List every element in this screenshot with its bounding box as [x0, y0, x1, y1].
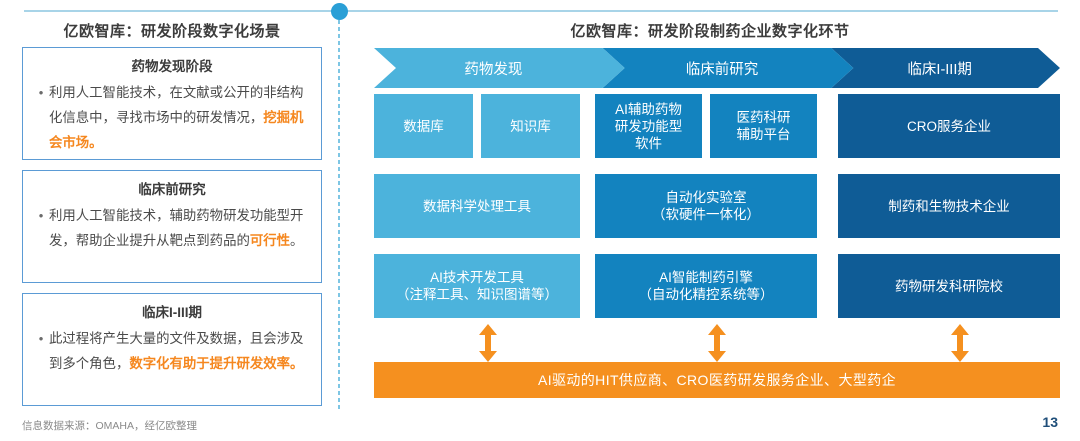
stage-card-text-highlight: 挖掘机会市场。 [49, 110, 304, 150]
stage-card-title: 药物发现阶段 [131, 59, 213, 74]
double-arrow-icon [949, 324, 971, 362]
capability-box[interactable]: 数据库 [374, 94, 473, 158]
right-panel: 亿欧智库：研发阶段制药企业数字化环节 [360, 20, 1060, 41]
capability-box[interactable]: 医药科研 辅助平台 [710, 94, 817, 158]
stage-chevron[interactable]: 药物发现 [374, 48, 625, 88]
top-dot-marker [331, 3, 348, 20]
stage-card: 临床前研究 • 利用人工智能技术，辅助药物研发功能型开发，帮助企业提升从靶点到药品的… [22, 170, 322, 283]
bottom-provider-bar: AI驱动的HIT供应商、CRO医药研发服务企业、大型药企 [374, 362, 1060, 398]
stage-card-text-plain: 利用人工智能技术，辅助药物研发功能型开发，帮助企业提升从靶点到药品的 [49, 208, 304, 248]
capability-box[interactable]: AI辅助药物 研发功能型 软件 [595, 94, 702, 158]
capability-box-label: 自动化实验室 （软硬件一体化） [652, 190, 760, 222]
top-rule-decoration [24, 10, 1058, 12]
stage-chevron-label: 临床前研究 [685, 61, 759, 78]
bullet-icon: • [38, 331, 44, 346]
capability-box-label: 数据库 [403, 118, 444, 134]
capability-box-label: AI技术开发工具 （注释工具、知识图谱等） [396, 270, 558, 302]
stage-chevron-label: 临床I-III期 [907, 61, 972, 78]
stage-card-body: • 利用人工智能技术，辅助药物研发功能型开发，帮助企业提升从靶点到药品的可行性。 [33, 203, 311, 253]
stage-card-text-plain: 此过程将产生大量的文件及数据，且会涉及到多个角色， [49, 331, 304, 371]
page-number: 13 [1042, 414, 1058, 430]
capability-box[interactable]: AI智能制药引擎 （自动化精控系统等） [595, 254, 817, 318]
stage-card-title: 临床I-III期 [142, 305, 202, 320]
capability-box-label: CRO服务企业 [907, 118, 991, 134]
capability-box-label: AI智能制药引擎 （自动化精控系统等） [638, 270, 774, 302]
stage-chevron[interactable]: 临床I-III期 [831, 48, 1060, 88]
stage-card: 药物发现阶段 • 利用人工智能技术，在文献或公开的非结构化信息中，寻找市场中的研发情… [22, 47, 322, 160]
left-panel: 亿欧智库：研发阶段数字化场景 药物发现阶段 • 利用人工智能技术，在文献或公开的非结… [22, 20, 322, 416]
capability-box[interactable]: 药物研发科研院校 [838, 254, 1060, 318]
capability-box-label: 医药科研 辅助平台 [736, 110, 791, 142]
left-panel-title: 亿欧智库：研发阶段数字化场景 [63, 23, 281, 40]
stage-card-text-highlight: 可行性 [249, 233, 291, 248]
stage-card-body: • 利用人工智能技术，在文献或公开的非结构化信息中，寻找市场中的研发情况，挖掘机会… [33, 80, 311, 155]
capability-box-label: 制药和生物技术企业 [888, 198, 1010, 214]
stage-card-text: 利用人工智能技术，在文献或公开的非结构化信息中，寻找市场中的研发情况，挖掘机会市… [49, 80, 311, 155]
stage-chevron-row: 药物发现 临床前研究 临床I-III期 [374, 48, 1060, 88]
capability-box-label: 药物研发科研院校 [895, 278, 1003, 294]
stage-chevron-label: 药物发现 [464, 61, 523, 78]
capability-box[interactable]: 制药和生物技术企业 [838, 174, 1060, 238]
stage-card-text: 利用人工智能技术，辅助药物研发功能型开发，帮助企业提升从靶点到药品的可行性。 [49, 203, 311, 253]
bullet-icon: • [38, 85, 44, 100]
source-note: 信息数据来源：OMAHA，经亿欧整理 [22, 420, 198, 432]
capability-box[interactable]: AI技术开发工具 （注释工具、知识图谱等） [374, 254, 580, 318]
bullet-icon: • [38, 208, 44, 223]
capability-box-label: 数据科学处理工具 [423, 198, 531, 214]
stage-card-text-suffix: 。 [290, 233, 304, 248]
capability-box[interactable]: 自动化实验室 （软硬件一体化） [595, 174, 817, 238]
stage-card-text-plain: 利用人工智能技术，在文献或公开的非结构化信息中，寻找市场中的研发情况， [49, 85, 304, 125]
stage-chevron[interactable]: 临床前研究 [603, 48, 854, 88]
double-arrow-icon [706, 324, 728, 362]
stage-card-text: 此过程将产生大量的文件及数据，且会涉及到多个角色，数字化有助于提升研发效率。 [49, 326, 311, 376]
vertical-dotted-divider [338, 20, 340, 410]
stage-card-body: • 此过程将产生大量的文件及数据，且会涉及到多个角色，数字化有助于提升研发效率。 [33, 326, 311, 376]
stage-card: 临床I-III期 • 此过程将产生大量的文件及数据，且会涉及到多个角色，数字化有助于… [22, 293, 322, 406]
capability-box-label: AI辅助药物 研发功能型 软件 [614, 101, 683, 151]
capability-box[interactable]: 知识库 [481, 94, 580, 158]
right-panel-title: 亿欧智库：研发阶段制药企业数字化环节 [570, 23, 850, 40]
double-arrow-icon [477, 324, 499, 362]
capability-box-label: 知识库 [510, 118, 551, 134]
capability-box[interactable]: CRO服务企业 [838, 94, 1060, 158]
capability-box[interactable]: 数据科学处理工具 [374, 174, 580, 238]
stage-card-title: 临床前研究 [138, 182, 206, 197]
left-card-list: 药物发现阶段 • 利用人工智能技术，在文献或公开的非结构化信息中，寻找市场中的研发情… [22, 47, 322, 406]
stage-card-text-highlight: 数字化有助于提升研发效率。 [129, 356, 304, 371]
